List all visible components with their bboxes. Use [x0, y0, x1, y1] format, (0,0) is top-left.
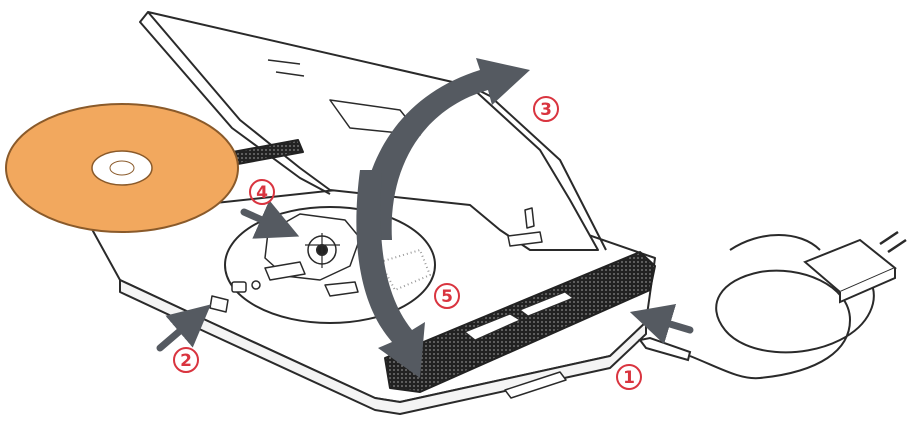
power-adapter-icon — [638, 230, 907, 380]
step-number-5: 5 — [434, 283, 460, 309]
step-numbers: 1 2 3 4 5 — [173, 96, 642, 390]
step-number-3: 3 — [533, 96, 559, 122]
step-number-1: 1 — [616, 364, 642, 390]
step-4-label: 4 — [256, 183, 268, 203]
step-5-label: 5 — [441, 287, 453, 307]
disc-icon — [5, 103, 239, 233]
step-2-label: 2 — [180, 351, 192, 371]
step-number-4: 4 — [249, 179, 275, 205]
small-arrow-icons — [156, 200, 694, 352]
step-number-2: 2 — [173, 347, 199, 373]
lid-arrow-icons — [356, 58, 530, 378]
step-1-label: 1 — [623, 368, 635, 388]
step-3-label: 3 — [540, 100, 552, 120]
